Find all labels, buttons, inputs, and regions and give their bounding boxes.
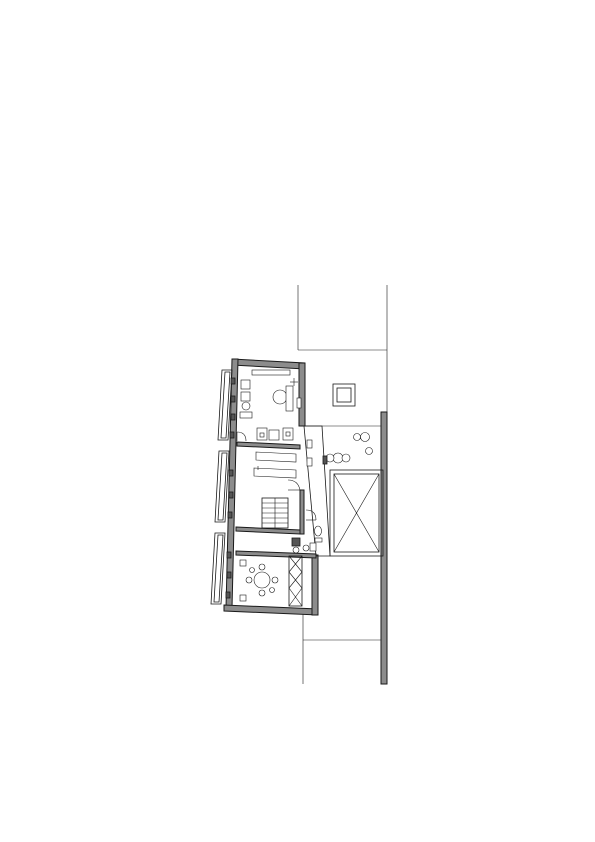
site-context-lines bbox=[297, 285, 388, 684]
dining-table bbox=[239, 559, 279, 602]
staircase bbox=[261, 497, 289, 529]
terrace-seating bbox=[325, 432, 373, 464]
right-boundary-wall bbox=[380, 411, 388, 685]
bathroom-annex bbox=[302, 425, 331, 557]
window-mullions bbox=[225, 377, 236, 599]
left-windows bbox=[210, 369, 233, 605]
skylight-square bbox=[332, 383, 356, 407]
middle-room-counters bbox=[253, 451, 297, 479]
service-shaft bbox=[288, 537, 303, 607]
upper-room-furniture bbox=[239, 369, 302, 441]
building-walls bbox=[223, 358, 319, 616]
atrium-void bbox=[329, 469, 384, 557]
door-swings bbox=[236, 431, 317, 521]
